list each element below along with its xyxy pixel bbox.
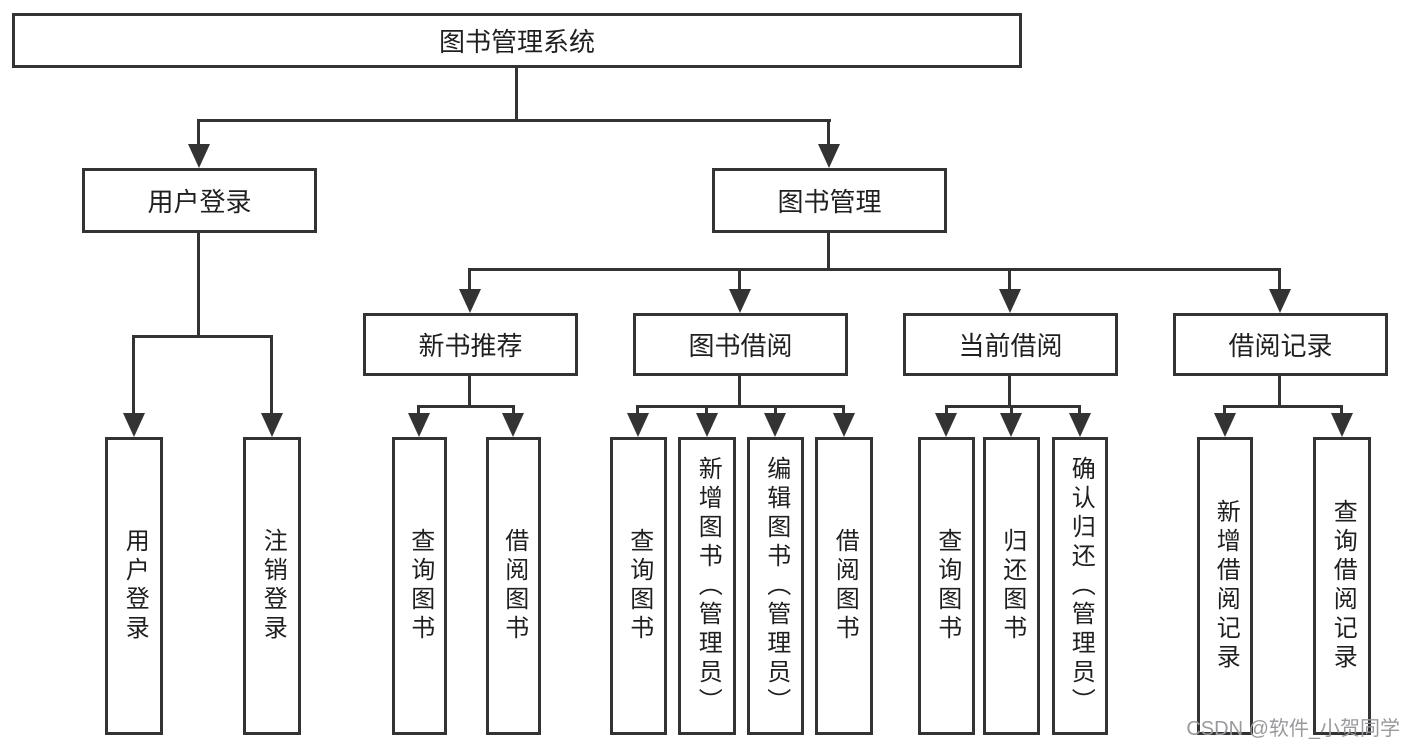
node-label: 确认归还（管理员） [1067,455,1095,717]
leaf-return-book: 归还图书 [983,437,1040,735]
connector-line [468,268,1281,271]
node-label: 新增借阅记录 [1212,499,1240,673]
node-label: 图书管理系统 [438,27,595,57]
node-label: 图书借阅 [688,331,793,361]
arrowhead-icon [261,413,283,437]
leaf-query-books-borrowing: 查询图书 [610,437,667,735]
arrowhead-icon [502,413,524,437]
connector-line [1278,268,1281,292]
leaf-confirm-return-admin: 确认归还（管理员） [1052,437,1108,735]
connector-line [1223,405,1343,408]
connector-line [1008,268,1011,292]
connector-line [738,376,741,408]
node-library-system: 图书管理系统 [12,13,1022,68]
node-label: 注销登录 [259,528,287,644]
connector-line [1008,376,1011,408]
node-label: 用户登录 [147,187,252,217]
connector-line [636,405,639,416]
connector-line [197,233,200,338]
node-new-book-recommend: 新书推荐 [363,313,578,376]
node-label: 新增图书（管理员） [694,455,722,717]
node-label: 查询图书 [406,528,434,644]
connector-line [1278,376,1281,408]
node-label: 归还图书 [998,528,1026,644]
arrowhead-icon [999,289,1021,313]
leaf-add-book-admin: 新增图书（管理员） [678,437,736,735]
leaf-query-books-recommend: 查询图书 [392,437,447,735]
connector-line [774,405,777,416]
arrowhead-icon [408,413,430,437]
arrowhead-icon [1269,289,1291,313]
node-label: 借阅图书 [831,528,859,644]
node-user-login: 用户登录 [82,168,317,233]
connector-line [270,335,273,416]
leaf-user-login: 用户登录 [105,437,163,735]
connector-line [197,119,831,122]
connector-line [738,268,741,292]
arrowhead-icon [1000,413,1022,437]
connector-line [705,405,708,416]
connector-line [417,405,420,416]
connector-line [827,233,830,271]
leaf-logout: 注销登录 [243,437,301,735]
connector-line [827,119,830,147]
arrowhead-icon [1214,413,1236,437]
node-book-borrowing: 图书借阅 [633,313,848,376]
node-book-management: 图书管理 [712,168,947,233]
connector-line [945,405,948,416]
leaf-query-books-current: 查询图书 [918,437,975,735]
arrowhead-icon [627,413,649,437]
connector-line [132,335,135,416]
connector-line [468,376,471,408]
arrowhead-icon [833,413,855,437]
arrowhead-icon [123,413,145,437]
connector-line [1340,405,1343,416]
node-label: 当前借阅 [958,331,1063,361]
connector-line [417,405,515,408]
leaf-edit-book-admin: 编辑图书（管理员） [747,437,804,735]
leaf-borrow-books-borrowing: 借阅图书 [815,437,873,735]
node-label: 新书推荐 [418,331,523,361]
connector-line [636,405,845,408]
node-label: 查询图书 [625,528,653,644]
connector-line [468,268,471,292]
arrowhead-icon [764,413,786,437]
arrowhead-icon [696,413,718,437]
node-label: 借阅记录 [1228,331,1333,361]
arrowhead-icon [459,289,481,313]
connector-line [1010,405,1013,416]
connector-line [842,405,845,416]
connector-line [132,335,273,338]
connector-line [197,119,200,147]
arrowhead-icon [729,289,751,313]
csdn-watermark: CSDN @软件_小贺同学 [1186,718,1400,740]
node-label: 查询借阅记录 [1329,499,1357,673]
connector-line [515,68,518,121]
node-borrowing-records: 借阅记录 [1173,313,1388,376]
arrowhead-icon [1069,413,1091,437]
leaf-add-borrow-record: 新增借阅记录 [1197,437,1253,735]
arrowhead-icon [188,144,210,168]
arrowhead-icon [818,144,840,168]
node-label: 借阅图书 [500,528,528,644]
node-current-borrowing: 当前借阅 [903,313,1118,376]
arrowhead-icon [1331,413,1353,437]
connector-line [1078,405,1081,416]
arrowhead-icon [935,413,957,437]
connector-line [512,405,515,416]
node-label: 用户登录 [121,528,149,644]
node-label: 查询图书 [933,528,961,644]
leaf-query-borrow-record: 查询借阅记录 [1313,437,1371,735]
node-label: 图书管理 [777,187,882,217]
connector-line [945,405,1081,408]
leaf-borrow-books-recommend: 借阅图书 [486,437,541,735]
node-label: 编辑图书（管理员） [762,455,790,717]
connector-line [1223,405,1226,416]
